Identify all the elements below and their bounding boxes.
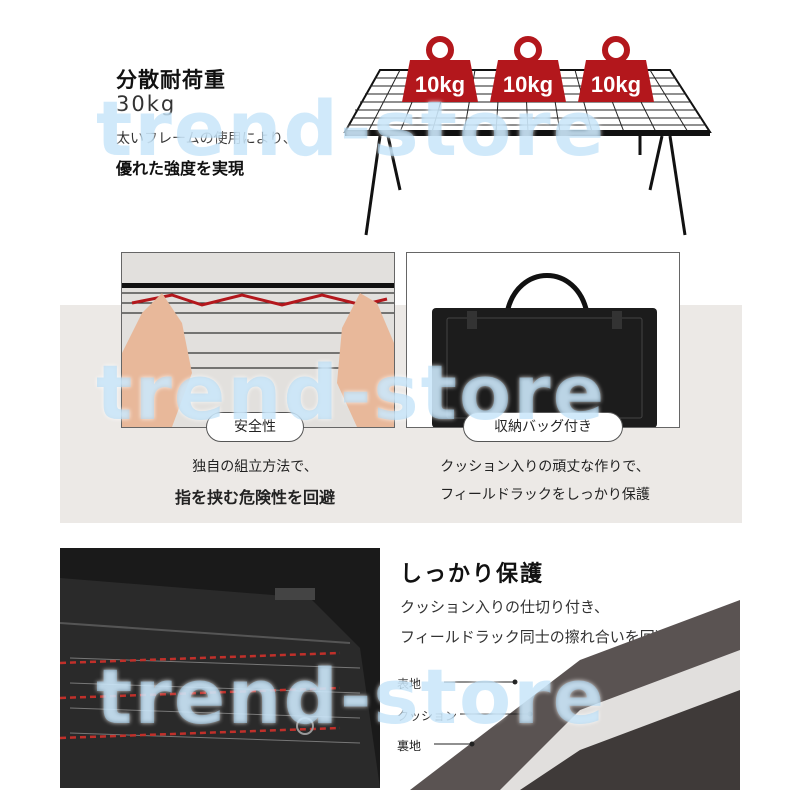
weight-icon xyxy=(402,36,478,102)
bag-line1: クッション入りの頑丈な作りで、 xyxy=(440,459,650,475)
weight-icon xyxy=(578,36,654,102)
bag-interior-photo xyxy=(60,548,380,788)
load-title: 分散耐荷重 xyxy=(116,68,226,92)
watermark: trend-store xyxy=(96,652,607,741)
protection-line1: クッション入りの仕切り付き、 xyxy=(400,598,609,616)
bag-line2: フィールドラックをしっかり保護 xyxy=(440,487,650,503)
storage-bag-photo xyxy=(406,252,680,428)
safety-line2: 指を挟む危険性を回避 xyxy=(174,488,335,507)
protection-title: しっかり保護 xyxy=(400,562,545,587)
protection-line2: フィールドラック同士の擦れ合いを回避 xyxy=(400,628,670,646)
watermark: trend-store xyxy=(96,84,607,173)
safety-line1: 独自の組立方法で、 xyxy=(192,459,318,475)
weight-label-2: 10kg xyxy=(503,72,553,97)
weight-icon xyxy=(490,36,566,102)
safety-photo xyxy=(121,252,395,428)
weight-label-1: 10kg xyxy=(415,72,465,97)
material-layers-diagram xyxy=(410,600,740,790)
layer-label-cushion: クッション xyxy=(397,709,458,723)
load-capacity: 30kg xyxy=(116,92,177,116)
load-desc-line2: 優れた強度を実現 xyxy=(116,159,245,178)
weight-label-3: 10kg xyxy=(591,72,641,97)
storage-bag-badge: 収納バッグ付き xyxy=(463,412,623,442)
rack-with-weights-illustration: 10kg 10kg 10kg xyxy=(343,36,712,236)
watermark: trend-store xyxy=(96,348,607,437)
layer-label-inner: 裏地 xyxy=(397,739,422,753)
safety-badge: 安全性 xyxy=(206,412,304,442)
layer-label-outer: 表地 xyxy=(397,677,422,691)
load-desc-line1: 太いフレームの使用により、 xyxy=(116,131,297,147)
